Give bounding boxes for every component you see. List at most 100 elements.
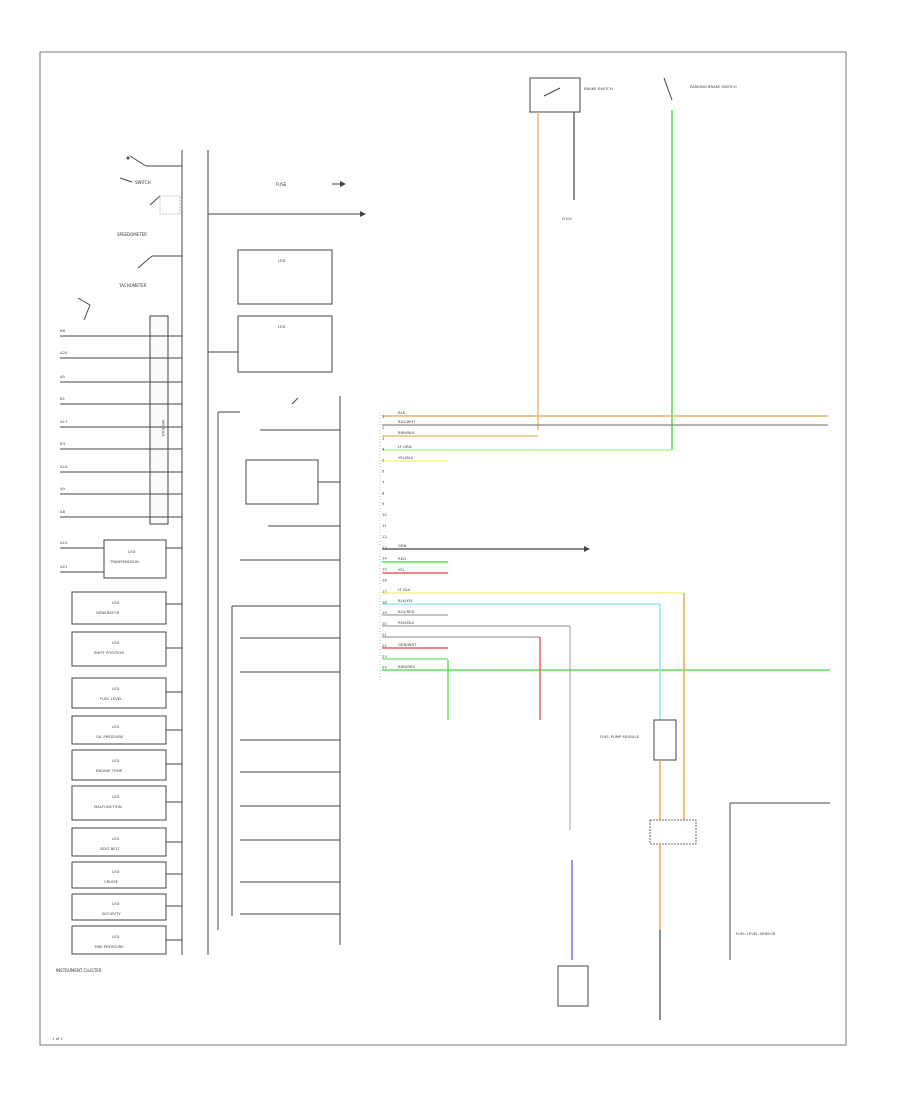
connector-pin-number: 16: [382, 578, 387, 583]
right-section: BRAKE SWITCH G101 PARKING BRAKE SWITCH: [382, 77, 830, 1020]
fuel-pump-module-label: FUEL PUMP MODULE: [600, 734, 640, 739]
connector-pin-number: 7: [382, 479, 385, 484]
connector-pin-number: 5: [382, 458, 385, 463]
connector-pin-number: 20: [382, 621, 387, 626]
module-box-code: LED: [278, 324, 286, 329]
led-label: FUEL LEVEL: [100, 696, 123, 701]
wire-color-label: GRN: [398, 543, 407, 548]
brake-switch-box: [529, 77, 581, 113]
connector-pin-number: 22: [382, 643, 387, 648]
connector-pin-number: 21: [382, 632, 387, 637]
middle-section: FUSE LED LED: [208, 181, 366, 945]
pin-code: A17: [60, 419, 68, 424]
led-code: LED: [112, 869, 120, 874]
led-label: TRANSMISSION: [109, 559, 139, 564]
connector-pin-number: 13: [382, 545, 387, 550]
module-box-2: [237, 315, 333, 373]
connector-pin-number: 23: [382, 654, 387, 659]
wire-color-label: BLK/YEL: [398, 598, 414, 603]
led-label: MALFUNCTION: [94, 804, 122, 809]
module-box-1: [237, 249, 333, 305]
wire-color-label: LT BLU: [398, 587, 411, 592]
ground-label: G101: [562, 216, 573, 221]
bottom-fuse-box: [557, 965, 589, 1007]
wire-color-label: YEL: [398, 567, 406, 572]
led-code: LED: [112, 724, 120, 729]
pin-code: A9: [60, 486, 66, 491]
parking-brake-switch-label: PARKING BRAKE SWITCH: [690, 84, 737, 89]
connector-pin-number: 12: [382, 534, 387, 539]
led-label: GENERATOR: [96, 610, 120, 615]
connector-pin-number: 2: [382, 425, 385, 430]
connector-pin-number: 24: [382, 665, 387, 670]
led-label: SEAT BELT: [100, 846, 120, 851]
left-pin-codes: B6 A20 A5 B1 A17 B3 A10 A9 A8 A15 A21: [60, 328, 68, 569]
tachometer-label: TACHOMETER: [118, 283, 147, 288]
diagram-frame: [39, 51, 847, 1046]
wire-color-label: YEL/BLU: [398, 455, 414, 460]
led-code: LED: [112, 686, 120, 691]
fuel-pump-module-box: [653, 719, 677, 761]
pin-code: B6: [60, 328, 66, 333]
pin-code: B1: [60, 396, 66, 401]
connector-pin-number: 10: [382, 512, 387, 517]
pin-code: A15: [60, 540, 68, 545]
led-bus-links: [166, 547, 182, 941]
led-label: SHIFT POSITION: [94, 650, 124, 655]
led-code: LED: [112, 934, 120, 939]
led-indicator-boxes: LED TRANSMISSION LED GENERATOR LED SHIFT…: [71, 539, 167, 955]
led-label: ENGINE TEMP: [96, 768, 123, 773]
connector-pin-number: 6: [382, 469, 385, 474]
fuse-label: FUSE: [276, 182, 287, 187]
connector-pin-number: 3: [382, 436, 385, 441]
pin-code: A20: [60, 350, 68, 355]
led-code: LED: [112, 836, 120, 841]
connector-pin-number: 19: [382, 610, 387, 615]
fuel-level-sensor-label: FUEL LEVEL SENSOR: [736, 931, 776, 936]
headlight-switch-block: [245, 459, 319, 505]
signal-module-label: MODULE: [161, 420, 166, 437]
pin-code: A8: [60, 509, 66, 514]
wire-color-label: RED: [398, 556, 406, 561]
speedometer-label: SPEEDOMETER: [117, 232, 147, 237]
pin-code: A21: [60, 564, 68, 569]
wire-color-label: BLU/RED: [398, 609, 415, 614]
connector-pin-number: 18: [382, 599, 387, 604]
connector-pin-number: 4: [382, 447, 385, 452]
module-box-code: LED: [278, 258, 286, 263]
wire-color-label: BRN/RED: [398, 664, 415, 669]
led-label: TIRE PRESSURE: [93, 944, 124, 949]
pin-code: A10: [60, 464, 68, 469]
footer-code: 1 of 2: [52, 1036, 63, 1041]
wire-color-label: BLU/WHT: [398, 419, 416, 424]
connector-pin-number: 15: [382, 567, 387, 572]
wire-color-label: BRN/BLK: [398, 430, 415, 435]
pin-code: B3: [60, 441, 66, 446]
switch-label-top: SWITCH: [135, 180, 151, 185]
connector-pin-number: 14: [382, 556, 387, 561]
led-code: LED: [112, 794, 120, 799]
wire-color-label: RED/BLK: [398, 620, 415, 625]
led-label: OIL PRESSURE: [96, 734, 124, 739]
wire-color-label: GRN/WHT: [398, 642, 417, 647]
led-code: LED: [112, 640, 120, 645]
led-code: LED: [112, 600, 120, 605]
connector-pin-number: 17: [382, 588, 387, 593]
brake-switch-label: BRAKE SWITCH: [584, 86, 613, 91]
pin-code: A5: [60, 374, 66, 379]
connector-pin-number: 8: [382, 490, 385, 495]
wire-color-label: LT GRN: [398, 444, 412, 449]
led-code: LED: [112, 758, 120, 763]
connector-pin-number: 1: [382, 414, 385, 419]
led-code: LED: [112, 901, 120, 906]
led-code: LED: [128, 549, 136, 554]
left-pin-lines: [60, 335, 182, 573]
connector-pin-number: 9: [382, 501, 385, 506]
led-label: CRUISE: [104, 879, 119, 884]
middle-signal-rows: [232, 525, 340, 915]
instrument-cluster-label: INSTRUMENT CLUSTER: [56, 968, 102, 973]
junction-connector: [649, 819, 697, 845]
wire-color-label: BLK: [398, 410, 406, 415]
led-label: SECURITY: [102, 911, 121, 916]
